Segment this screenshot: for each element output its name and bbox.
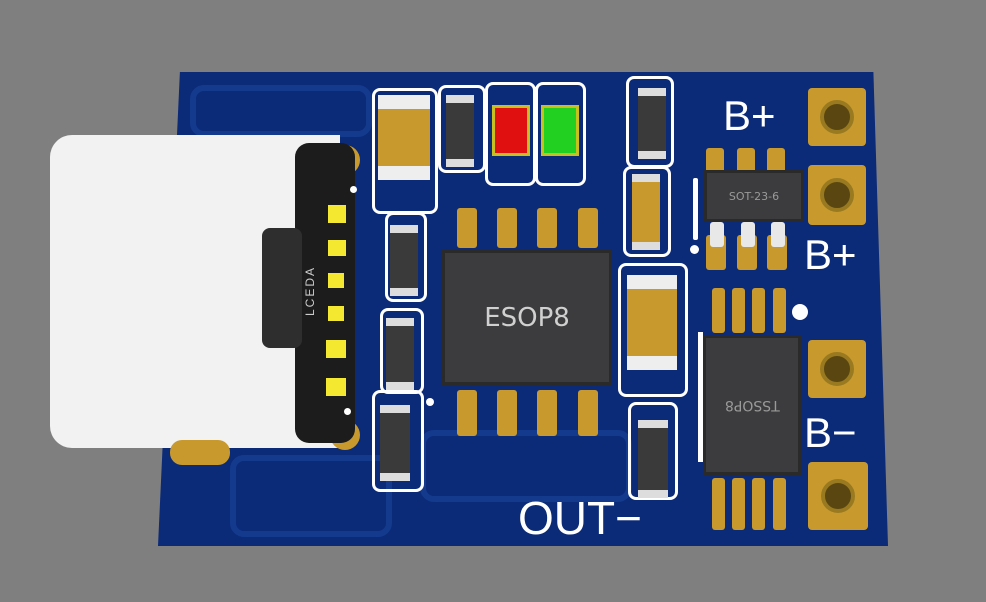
resistor[interactable] — [638, 88, 666, 159]
tssop-pad — [732, 288, 745, 333]
sot-pad — [767, 148, 785, 173]
capacitor[interactable] — [632, 174, 660, 250]
through-hole — [820, 100, 854, 134]
through-hole — [820, 352, 854, 386]
through-hole — [820, 178, 854, 212]
tssop-pad — [752, 478, 765, 530]
tssop8-chip[interactable]: TSSOP8 — [703, 335, 801, 475]
resistor-outline — [385, 212, 427, 302]
b-plus-pad-1[interactable] — [808, 88, 866, 146]
usb-pin — [328, 306, 344, 321]
tssop-pad — [712, 478, 725, 530]
resistor[interactable] — [386, 318, 414, 390]
led-outline — [485, 82, 536, 186]
resistor-outline — [438, 85, 486, 173]
label-b-minus: B− — [804, 409, 857, 456]
pin1-dot — [792, 304, 808, 320]
esop8-pad — [578, 390, 598, 436]
resistor-outline — [628, 402, 678, 500]
esop8-pad — [457, 208, 477, 248]
resistor[interactable] — [638, 420, 668, 498]
trace — [230, 455, 392, 537]
sot-pad — [737, 148, 755, 173]
usb-shell-tab — [262, 228, 302, 348]
esop8-pad — [457, 390, 477, 436]
capacitor[interactable] — [380, 405, 410, 481]
capacitor[interactable] — [378, 95, 430, 180]
silk-line — [698, 332, 703, 462]
usb-pin — [326, 340, 346, 358]
tssop-pad — [773, 478, 786, 530]
usb-pin — [328, 273, 344, 288]
esop8-pad — [578, 208, 598, 248]
capacitor-outline — [623, 166, 671, 257]
capacitor[interactable] — [627, 275, 677, 370]
esop8-pad — [497, 390, 517, 436]
led-outline — [535, 82, 586, 186]
label-out-minus: OUT− — [518, 492, 642, 544]
silk-dot — [344, 408, 351, 415]
usb-brand: LCEDA — [303, 265, 318, 317]
out-minus-pad[interactable] — [808, 462, 868, 530]
tssop8-label: TSSOP8 — [724, 397, 780, 413]
capacitor-outline — [618, 263, 688, 397]
label-b-plus-2: B+ — [804, 231, 857, 278]
through-hole — [821, 479, 855, 513]
sot-lead — [710, 222, 724, 247]
sot-pad — [706, 148, 724, 173]
b-minus-pad-1[interactable] — [808, 340, 866, 398]
silk-line — [693, 178, 698, 240]
esop8-pad — [537, 390, 557, 436]
esop8-chip[interactable]: ESOP8 — [442, 250, 612, 385]
tssop-pad — [712, 288, 725, 333]
resistor[interactable] — [446, 95, 474, 167]
esop8-pad — [497, 208, 517, 248]
usb-pin — [328, 240, 346, 256]
esop8-pad — [537, 208, 557, 248]
usb-pin — [326, 378, 346, 396]
trace — [190, 85, 372, 137]
tssop-pad — [752, 288, 765, 333]
b-plus-pad-2[interactable] — [808, 165, 866, 225]
red-led[interactable] — [492, 105, 530, 156]
resistor[interactable] — [390, 225, 418, 296]
tssop-pad — [732, 478, 745, 530]
pin1-dot — [426, 398, 434, 406]
pin1-dot — [690, 245, 699, 254]
sot-lead — [771, 222, 785, 247]
mount-pad — [170, 440, 230, 465]
tssop-pad — [773, 288, 786, 333]
sot-23-6-chip[interactable]: SOT-23-6 — [704, 170, 804, 222]
label-b-plus: B+ — [723, 92, 776, 139]
sot-lead — [741, 222, 755, 247]
green-led[interactable] — [541, 105, 579, 156]
usb-pin — [328, 205, 346, 223]
silk-dot — [350, 186, 357, 193]
capacitor-outline — [372, 390, 424, 492]
